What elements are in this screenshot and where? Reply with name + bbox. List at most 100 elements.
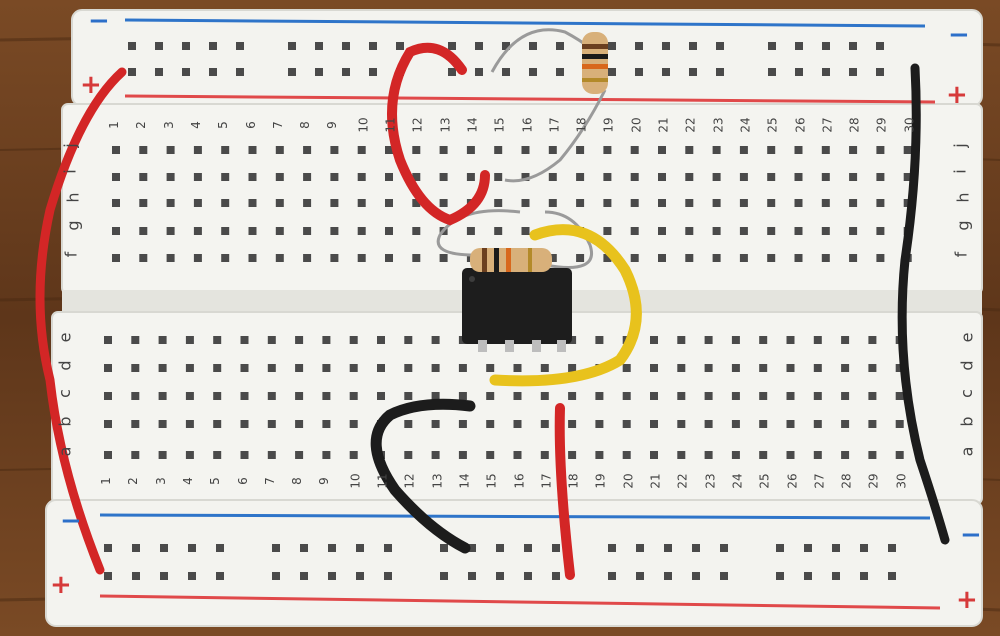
hole (658, 173, 666, 181)
hole (275, 254, 284, 262)
hole (248, 227, 257, 235)
hole (330, 199, 339, 207)
hole (759, 420, 768, 428)
column-number-bottom: 16 (512, 473, 527, 489)
hole (776, 544, 784, 552)
hole (712, 227, 721, 235)
column-number-top: 24 (738, 117, 753, 133)
hole-grid (104, 42, 912, 580)
hole (288, 42, 296, 50)
hole (576, 199, 585, 207)
hole (412, 173, 421, 181)
column-number-bottom: 9 (317, 477, 332, 485)
ic-chip (462, 268, 572, 344)
row-letter-bottom-right: a (957, 446, 977, 457)
hole (821, 173, 830, 181)
hole (328, 572, 336, 580)
hole (209, 68, 217, 76)
hole (849, 173, 858, 181)
top-left-plus-symbol: + (80, 70, 102, 100)
hole (595, 451, 604, 459)
hole (821, 146, 830, 154)
hole (209, 42, 217, 50)
hole (166, 227, 175, 235)
hole (548, 146, 557, 154)
hole (221, 146, 230, 154)
hole (704, 420, 713, 428)
row-letter-bottom-left: e (55, 332, 75, 343)
hole (767, 146, 776, 154)
hole (685, 199, 694, 207)
hole (213, 364, 222, 372)
hole (895, 364, 904, 372)
column-number-bottom: 20 (621, 473, 636, 489)
hole (404, 420, 413, 428)
hole (466, 173, 475, 181)
hole (322, 336, 331, 344)
hole (295, 392, 304, 400)
column-number-top: 18 (574, 117, 589, 133)
hole (486, 392, 495, 400)
hole (131, 420, 140, 428)
hole (650, 420, 658, 428)
resistor-middle-lead-2 (544, 210, 593, 269)
column-number-bottom: 2 (126, 477, 141, 485)
hole (868, 336, 877, 344)
hole (295, 336, 304, 344)
hole (888, 544, 896, 552)
hole (786, 392, 795, 400)
hole (486, 451, 495, 459)
hole (275, 199, 284, 207)
resistor-top (582, 32, 608, 94)
hole (767, 227, 776, 235)
top-left-minus-symbol: − (88, 6, 110, 36)
hole (603, 173, 612, 181)
hole (650, 336, 658, 344)
hole (369, 42, 377, 50)
hole (193, 199, 202, 207)
column-number-top: 10 (356, 117, 371, 133)
hole (813, 392, 822, 400)
hole (431, 364, 440, 372)
hole (330, 254, 339, 262)
hole (759, 336, 768, 344)
column-number-bottom: 29 (867, 473, 882, 489)
column-number-bottom: 23 (703, 473, 718, 489)
hole (240, 392, 249, 400)
hole (330, 173, 339, 181)
hole (128, 42, 136, 50)
hole (155, 42, 163, 50)
hole (841, 420, 850, 428)
column-number-bottom: 18 (566, 473, 581, 489)
hole (636, 544, 644, 552)
hole (342, 42, 350, 50)
hole (216, 572, 224, 580)
hole (275, 146, 284, 154)
hole (635, 42, 643, 50)
hole (548, 254, 557, 262)
hole (369, 68, 377, 76)
hole (662, 68, 670, 76)
hole (868, 392, 877, 400)
hole (412, 227, 421, 235)
hole (303, 254, 312, 262)
hole (357, 146, 366, 154)
hole (813, 451, 822, 459)
hole (841, 451, 850, 459)
hole (322, 392, 331, 400)
resistor-middle (470, 248, 552, 272)
hole (300, 544, 308, 552)
hole (160, 572, 168, 580)
hole (650, 392, 658, 400)
hole (139, 254, 148, 262)
column-number-bottom: 11 (375, 473, 390, 489)
column-number-bottom: 12 (402, 473, 417, 489)
row-letter-bottom-left: c (54, 389, 74, 398)
hole (720, 544, 728, 552)
hole (658, 199, 666, 207)
hole (104, 572, 112, 580)
row-letter-bottom-right: b (957, 416, 977, 427)
hole (739, 199, 748, 207)
hole (158, 420, 167, 428)
hole (288, 68, 296, 76)
